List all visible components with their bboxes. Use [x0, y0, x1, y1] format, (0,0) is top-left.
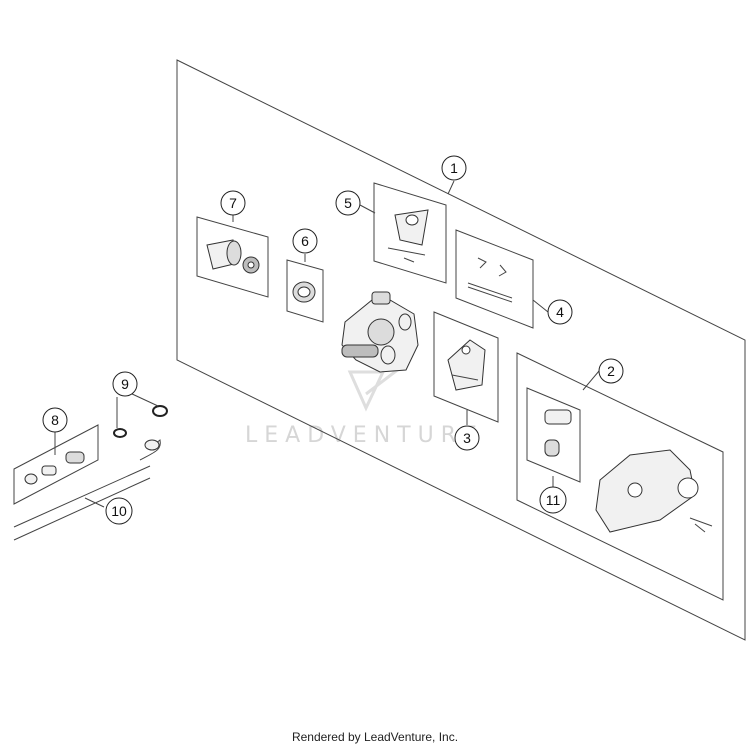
pad-spring-part-5: [387, 209, 429, 263]
subpanel-11: [526, 387, 581, 483]
callout-6: 6: [292, 228, 318, 254]
callout-label-8: 8: [51, 412, 59, 428]
subpanel-6: [286, 259, 324, 323]
callout-9: 9: [112, 371, 138, 397]
callout-3: 3: [454, 425, 480, 451]
callout-label-4: 4: [556, 304, 564, 320]
bolt-part-11: [544, 409, 572, 457]
callout-label-1: 1: [450, 160, 458, 176]
callout-10: 10: [105, 497, 133, 525]
brake-line-part-10: [13, 439, 161, 541]
subpanel-2: [516, 352, 724, 601]
subpanel-3: [433, 311, 499, 423]
callout-7: 7: [220, 190, 246, 216]
subpanel-8: [13, 424, 99, 505]
leader-lines: [54, 180, 600, 508]
watermark-text: LEADVENTURE: [245, 423, 484, 448]
callout-label-7: 7: [229, 195, 237, 211]
pin-part-4: [467, 257, 513, 303]
callout-label-10: 10: [111, 503, 127, 519]
caliper-body: [341, 291, 419, 373]
callout-2: 2: [598, 358, 624, 384]
brake-pads-part-3: [447, 339, 486, 391]
piston-seal-part-6: [292, 281, 316, 303]
callout-1: 1: [441, 155, 467, 181]
banjo-bolt-part-8: [24, 451, 85, 485]
callout-8: 8: [42, 407, 68, 433]
footer-credit: Rendered by LeadVenture, Inc.: [291, 730, 459, 744]
subpanel-4: [455, 229, 534, 329]
callout-5: 5: [335, 190, 361, 216]
callout-4: 4: [547, 299, 573, 325]
watermark: LEADVENTURE: [245, 366, 484, 448]
callout-label-9: 9: [121, 376, 129, 392]
callout-label-2: 2: [607, 363, 615, 379]
subpanel-5: [373, 182, 447, 284]
subpanel-7: [196, 216, 269, 298]
callout-11: 11: [539, 486, 567, 514]
main-assembly-panel: [176, 59, 746, 641]
callout-label-11: 11: [546, 492, 561, 508]
callout-label-3: 3: [463, 430, 471, 446]
bushing-part-7: [206, 239, 260, 274]
seal-rings-part-9: [113, 405, 168, 438]
caliper-support-part-2: [595, 449, 713, 533]
callout-label-6: 6: [301, 233, 309, 249]
callout-label-5: 5: [344, 195, 352, 211]
